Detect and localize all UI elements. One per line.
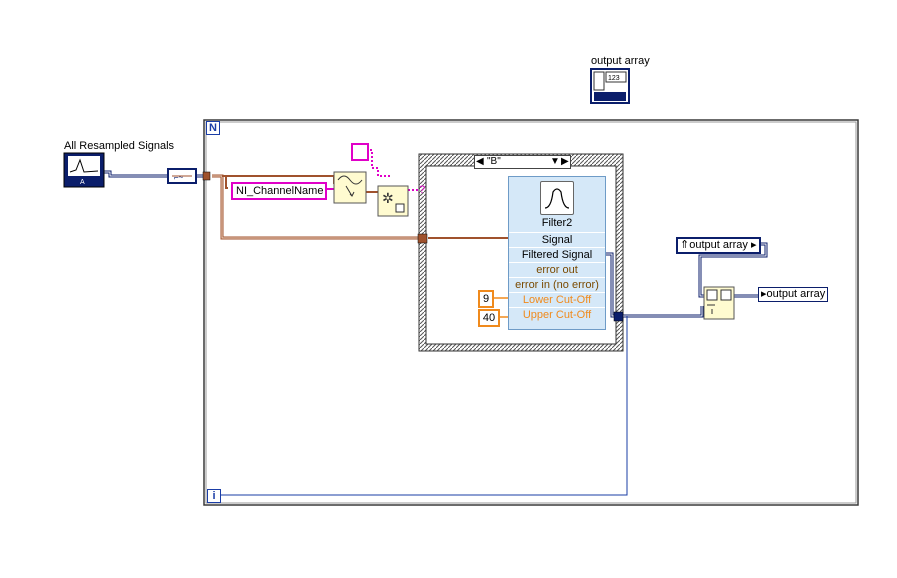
case-dropdown-icon[interactable]: ▼ [550,156,560,167]
loop-iteration-terminal[interactable]: i [207,489,221,503]
channel-name-constant[interactable]: NI_ChannelName [231,182,327,200]
express-row-upper-cutoff[interactable]: Upper Cut-Off [509,307,605,322]
filter-icon [540,181,574,215]
express-vi-title: Filter2 [541,217,573,229]
case-selector-value: "B" [487,156,501,167]
svg-text:A: A [80,179,85,186]
indicator-label: output array [591,55,650,67]
local-read-label: output array [689,239,748,251]
unwired-terminal-mark: ? [419,184,426,196]
local-write-tip-icon: ▸ [761,288,767,300]
for-loop-inner [205,121,857,504]
lower-cutoff-constant[interactable]: 9 [478,290,494,308]
local-read-arrow-icon: ⇑ [680,239,690,251]
case-prev-icon[interactable]: ◀ [476,156,484,167]
express-row-error-in[interactable]: error in (no error) [509,277,605,292]
output-array-local-read[interactable]: ⇑output array ▸ [676,237,761,254]
express-row-error-out[interactable]: error out [509,262,605,277]
empty-string-constant[interactable] [351,143,369,161]
get-waveform-attribute-icon[interactable]: ✲ [377,185,409,217]
express-row-signal[interactable]: Signal [509,232,605,247]
svg-text:✲: ✲ [382,191,394,207]
express-row-filtered-signal[interactable]: Filtered Signal [509,247,605,262]
local-write-label: output array [766,288,826,300]
waveform-graph-icon[interactable]: A [63,152,105,188]
output-array-local-write[interactable]: ▸output array [758,287,829,302]
graph-label: All Resampled Signals [64,140,175,152]
loop-count-terminal[interactable]: N [206,121,220,135]
svg-text:⌐~: ⌐~ [174,173,184,182]
case-next-icon[interactable]: ▶ [561,156,569,167]
local-read-tip-icon: ▸ [747,239,757,251]
svg-text:123: 123 [608,75,620,82]
build-array-icon[interactable] [703,286,735,320]
for-loop-border [203,119,859,506]
filter-express-vi[interactable]: Filter2 Signal Filtered Signal error out… [508,176,606,330]
case-input-tunnel [417,233,428,244]
case-output-tunnel [613,311,624,322]
array-indicator-icon[interactable]: 123 [590,68,630,104]
case-selector[interactable]: ◀ "B" ▼ ▶ [474,155,571,169]
upper-cutoff-constant[interactable]: 40 [478,309,500,327]
index-array-icon[interactable]: ⌐~ [167,168,197,184]
get-waveform-component-icon[interactable] [333,171,367,204]
loop-input-tunnel [202,171,211,181]
express-row-lower-cutoff[interactable]: Lower Cut-Off [509,292,605,307]
